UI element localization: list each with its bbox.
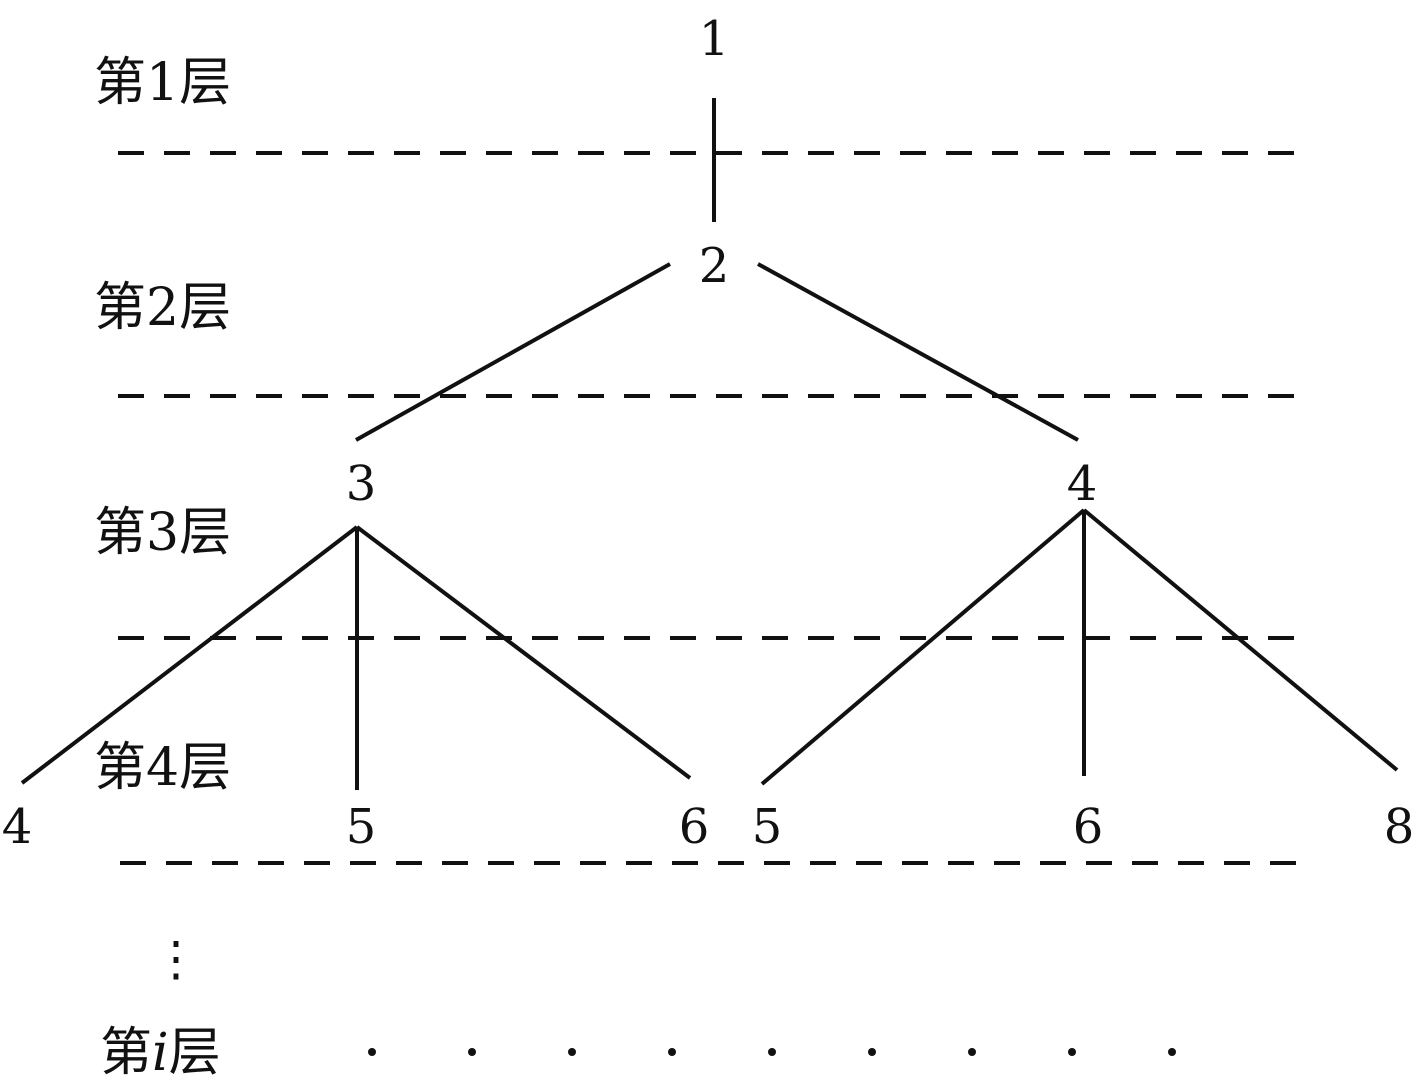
layer-label-4: 第4层 — [94, 738, 231, 798]
trailing-dots — [368, 1048, 1176, 1056]
trailing-dot — [368, 1048, 376, 1056]
node-label-n9: 6 — [1073, 799, 1104, 855]
node-label-n10: 8 — [1384, 799, 1415, 855]
node-label-n4: 4 — [1067, 456, 1098, 512]
trailing-dot — [568, 1048, 576, 1056]
node-label-n5: 4 — [2, 799, 33, 855]
edge-3-6a — [355, 525, 692, 780]
node-label-n3: 3 — [346, 456, 377, 512]
trailing-dot — [668, 1048, 676, 1056]
node-label-n7: 6 — [679, 799, 710, 855]
node-label-n6: 5 — [346, 799, 377, 855]
node-label-n1: 1 — [699, 11, 730, 67]
layer-label-2: 第2层 — [94, 278, 231, 338]
edge-4-8 — [1082, 508, 1399, 772]
trailing-dot — [968, 1048, 976, 1056]
edge-3-4a — [20, 525, 359, 785]
edge-2-4 — [757, 262, 1079, 442]
layer-label-1: 第1层 — [94, 53, 231, 113]
trailing-dot — [768, 1048, 776, 1056]
trailing-dot — [868, 1048, 876, 1056]
edge-2-3 — [355, 262, 671, 442]
node-label-n2: 2 — [699, 238, 730, 294]
edge-4-5b — [760, 508, 1086, 786]
trailing-dot — [1068, 1048, 1076, 1056]
vertical-ellipsis: ⋮ — [152, 931, 200, 987]
trailing-dot — [468, 1048, 476, 1056]
layer-label-i: 第i层 — [100, 1023, 221, 1083]
trailing-dot — [1168, 1048, 1176, 1056]
node-label-n8: 5 — [752, 799, 783, 855]
layer-label-3: 第3层 — [94, 503, 231, 563]
